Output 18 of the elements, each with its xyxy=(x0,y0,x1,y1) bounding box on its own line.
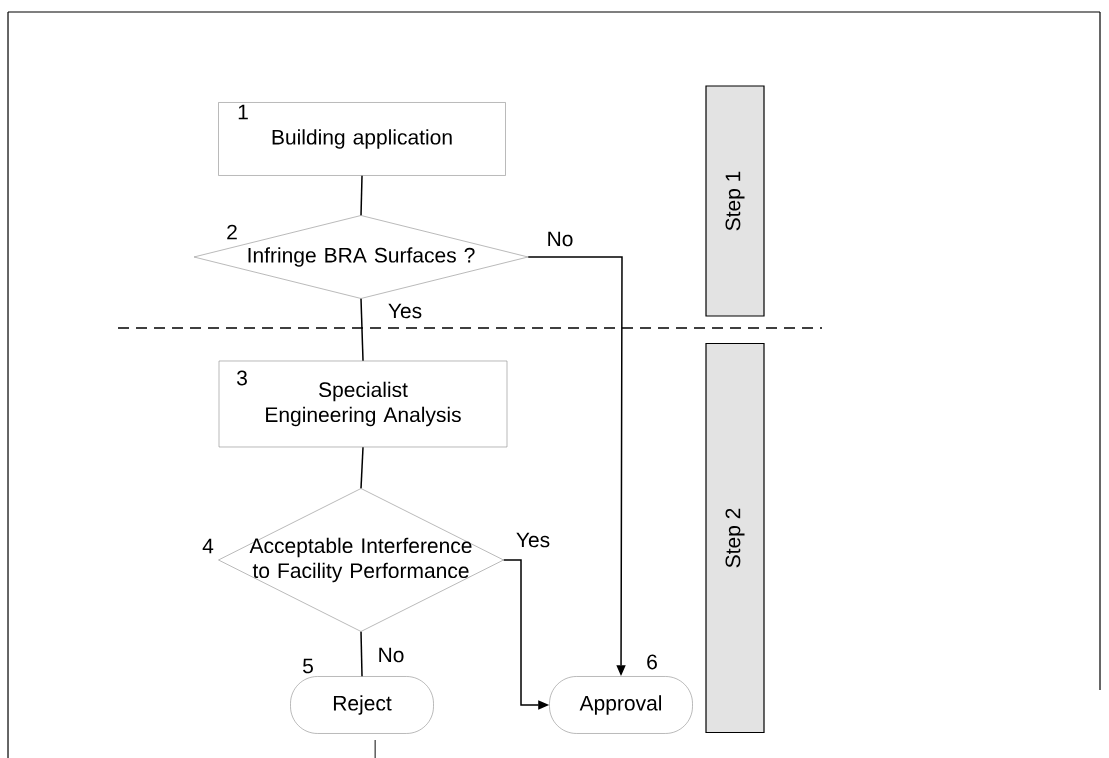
edge-label: Yes xyxy=(386,302,424,320)
edge-label: No xyxy=(376,646,406,664)
connector xyxy=(360,446,364,490)
step-number: 2 xyxy=(227,224,237,240)
step-number: 4 xyxy=(202,538,214,554)
edge-label: No xyxy=(545,230,575,248)
step-number: 5 xyxy=(303,658,313,674)
process-box: Specialist Engineering Analysis 3 xyxy=(218,360,508,448)
connector xyxy=(360,297,364,362)
edge-label: Yes xyxy=(514,531,552,549)
step-band: Step 1 xyxy=(705,85,765,317)
connector xyxy=(360,630,363,677)
connector xyxy=(360,175,363,217)
process-box: Building application 1 xyxy=(218,102,506,176)
terminal-box: Approval xyxy=(549,676,693,734)
step-band: Step 2 xyxy=(705,342,765,734)
step-number: 6 xyxy=(647,654,657,670)
terminal-box: Reject xyxy=(290,676,434,734)
